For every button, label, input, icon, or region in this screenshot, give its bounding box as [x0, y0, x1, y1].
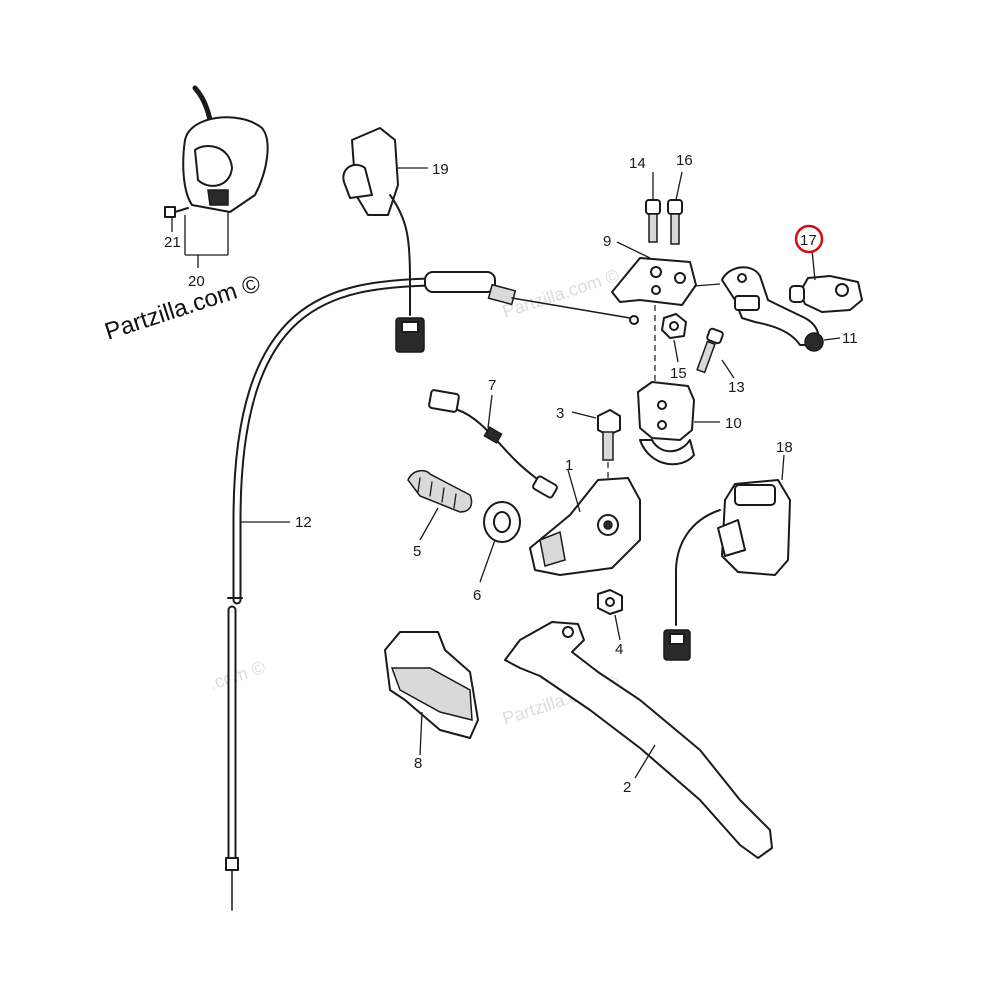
clutch-switch [342, 127, 425, 353]
kill-switch [663, 454, 791, 661]
callout-12: 12 [295, 514, 312, 531]
callout-8: 8 [414, 755, 422, 772]
bolt-3 [571, 409, 621, 490]
bolt-14 [645, 172, 661, 243]
hot-start-switch [789, 249, 863, 313]
hot-start-lever [721, 266, 841, 352]
nut-15 [661, 313, 687, 363]
highlight-ring [794, 224, 824, 254]
bolt-16 [667, 171, 683, 245]
callout-17-highlight[interactable]: 17 [794, 224, 824, 254]
callout-16: 16 [676, 152, 693, 169]
callout-7: 7 [488, 377, 496, 394]
callout-17: 17 [800, 232, 817, 249]
callout-5: 5 [413, 543, 421, 560]
callout-13: 13 [728, 379, 745, 396]
switch-housing [182, 85, 269, 268]
callout-18: 18 [776, 439, 793, 456]
lever-guard [384, 631, 479, 756]
cable-adjuster [407, 469, 473, 541]
callout-15: 15 [670, 365, 687, 382]
adjuster-locknut [479, 501, 521, 583]
bracket-plate [611, 257, 697, 385]
callout-14: 14 [629, 155, 646, 172]
lever-holder [529, 469, 641, 576]
watermark-faint-3: .com © [207, 657, 268, 694]
clutch-cable [225, 271, 639, 911]
callout-3: 3 [556, 405, 564, 422]
callout-21: 21 [164, 234, 181, 251]
screw-13 [696, 327, 735, 379]
callout-6: 6 [473, 587, 481, 604]
clutch-lever [504, 621, 773, 859]
callout-1: 1 [565, 457, 573, 474]
lever-clamp [637, 381, 720, 466]
callout-11: 11 [842, 330, 858, 347]
callout-20: 20 [188, 273, 205, 290]
callout-9: 9 [603, 233, 611, 250]
callout-2: 2 [623, 779, 631, 796]
brand-watermark: Partzilla.com © [102, 270, 264, 346]
callout-4: 4 [615, 641, 623, 658]
callout-10: 10 [725, 415, 742, 432]
nut-4 [597, 589, 623, 641]
screw-21 [164, 206, 189, 232]
neutral-switch-wire [428, 389, 558, 499]
callout-19: 19 [432, 161, 449, 178]
